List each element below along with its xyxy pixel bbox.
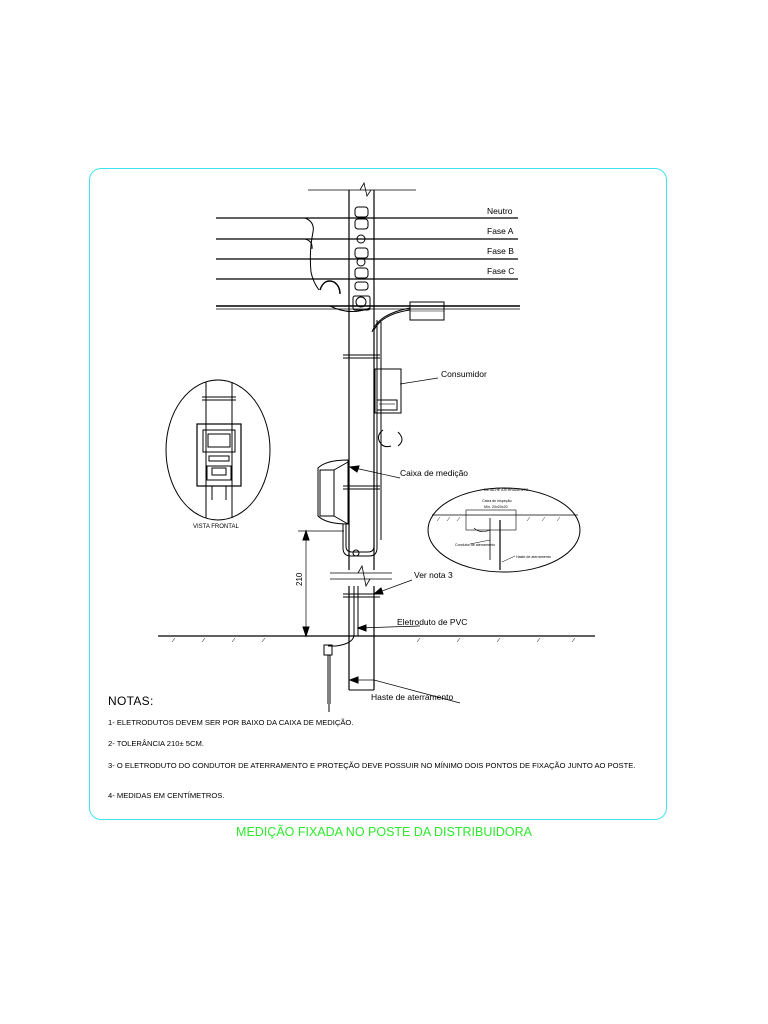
note-4: 4- MEDIDAS EM CENTÍMETROS. <box>108 791 225 800</box>
label-haste-aterramento: Haste de aterramento <box>371 692 453 702</box>
detail-inspection-size: Mín. 20x20x20 <box>484 505 508 509</box>
note-3: 3- O ELETRODUTO DO CONDUTOR DE ATERRAMEN… <box>108 761 636 770</box>
label-consumidor: Consumidor <box>441 369 487 379</box>
detail-rod: Haste de aterramento <box>516 555 551 559</box>
label-ver-nota-3: Ver nota 3 <box>414 570 453 580</box>
label-caixa-medicao: Caixa de medição <box>400 468 468 478</box>
note-2: 2- TOLERÂNCIA 210± 5CM. <box>108 739 204 748</box>
drawing-frame <box>89 168 667 820</box>
detail-title: DETALHE ATERRAMENTO <box>484 488 529 492</box>
detail-inspection-box: Caixa de inspeção <box>482 499 512 503</box>
label-fase-a: Fase A <box>487 226 514 236</box>
label-fase-b: Fase B <box>487 246 514 256</box>
dimension-210: 210 <box>295 572 304 586</box>
label-eletroduto-pvc: Eletroduto de PVC <box>397 617 467 627</box>
note-1: 1- ELETRODUTOS DEVEM SER POR BAIXO DA CA… <box>108 718 354 727</box>
page-title: MEDIÇÃO FIXADA NO POSTE DA DISTRIBUIDORA <box>236 825 532 839</box>
notes-title: NOTAS: <box>108 694 154 708</box>
label-neutro: Neutro <box>487 206 513 216</box>
detail-conductor: Condutor de aterramento <box>455 543 495 547</box>
label-vista-frontal: VISTA FRONTAL <box>193 524 239 530</box>
label-fase-c: Fase C <box>487 266 514 276</box>
